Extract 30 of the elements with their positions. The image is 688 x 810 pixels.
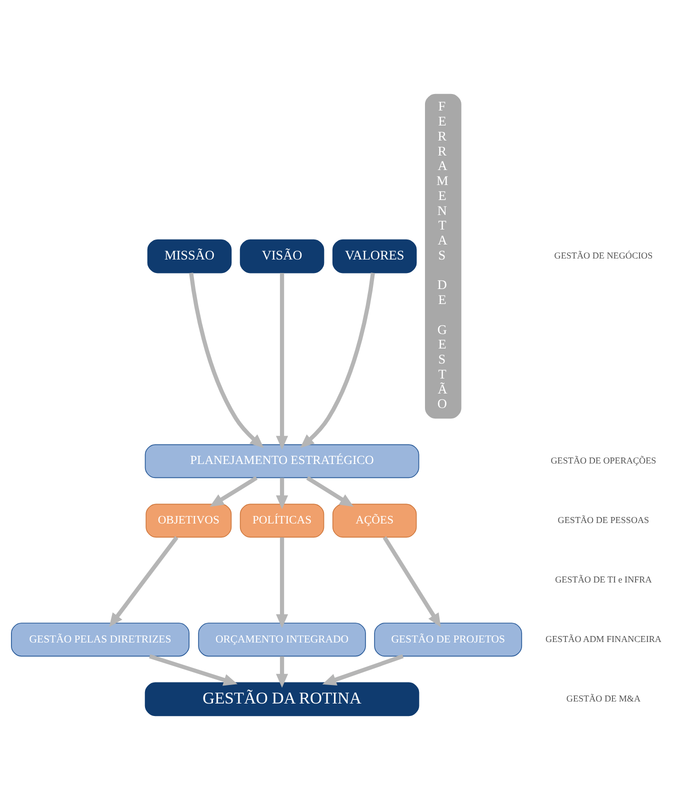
arrow xyxy=(149,654,238,686)
node-box: FERRAMENTAS DE GESTÃO xyxy=(424,94,462,419)
node-box: PLANEJAMENTO ESTRATÉGICO xyxy=(144,444,420,478)
arrow xyxy=(276,656,288,688)
arrow xyxy=(189,272,264,448)
arrow xyxy=(276,478,288,510)
label: GESTÃO ADM FINANCEIRA xyxy=(545,634,662,644)
node-box: ORÇAMENTO INTEGRADO xyxy=(198,622,366,657)
node-box: VISÃO xyxy=(240,239,324,274)
arrow xyxy=(382,536,441,628)
arrow xyxy=(306,476,354,507)
label: GESTÃO DE NEGÓCIOS xyxy=(554,250,653,261)
arrow xyxy=(276,273,288,450)
arrow xyxy=(300,272,375,448)
node-box: AÇÕES xyxy=(332,504,417,538)
arrow xyxy=(109,536,178,628)
label: GESTÃO DE TI e INFRA xyxy=(555,574,652,584)
label: GESTÃO DE PESSOAS xyxy=(558,515,650,525)
node-box: POLÍTICAS xyxy=(240,504,324,538)
node-box: GESTÃO DE PROJETOS xyxy=(374,622,522,657)
label: GESTÃO DE M&A xyxy=(566,693,641,704)
node-box: MISSÃO xyxy=(147,239,232,274)
node-box: OBJETIVOS xyxy=(146,504,232,538)
arrow xyxy=(210,476,258,507)
arrow xyxy=(276,537,288,628)
arrow xyxy=(322,654,404,686)
node-box: VALORES xyxy=(332,239,417,274)
node-box: GESTÃO PELAS DIRETRIZES xyxy=(11,622,190,657)
node-box: GESTÃO DA ROTINA xyxy=(144,682,420,716)
label: GESTÃO DE OPERAÇÕES xyxy=(550,456,656,466)
